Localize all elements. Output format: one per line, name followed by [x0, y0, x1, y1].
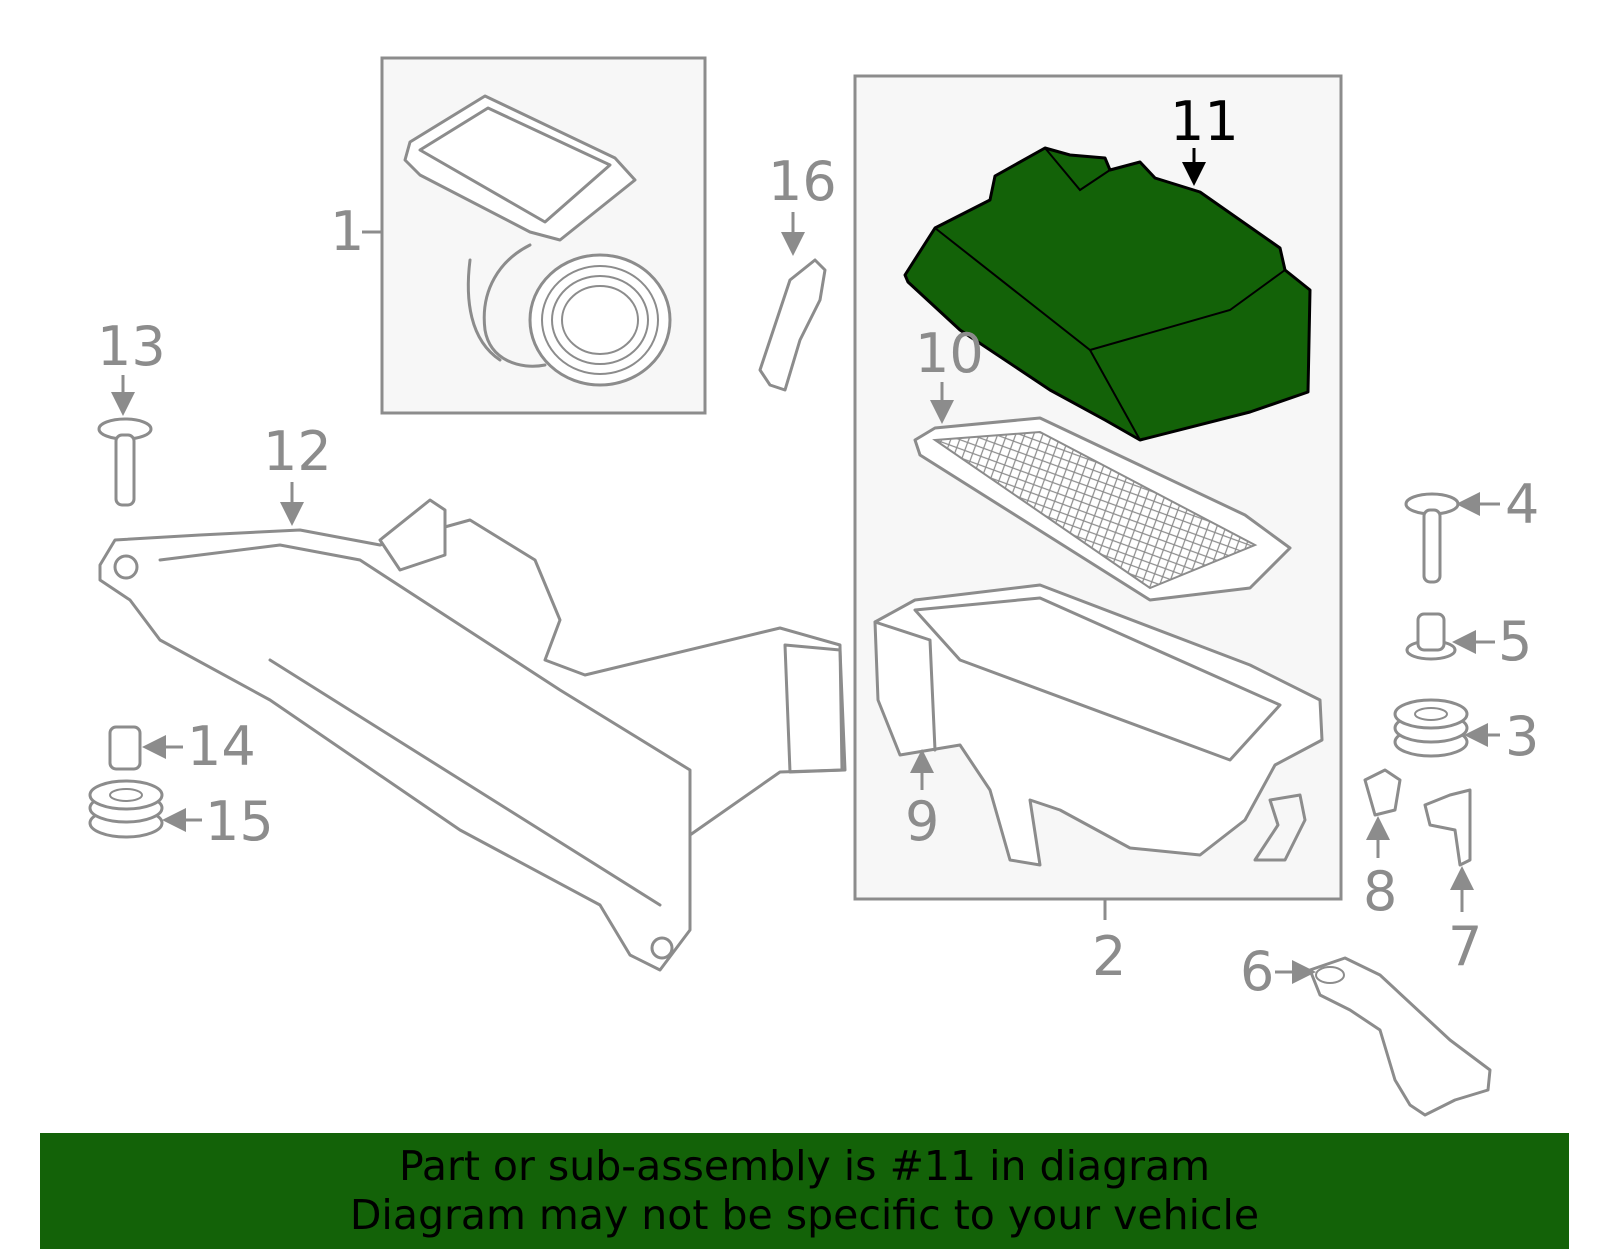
part-1-group	[380, 56, 707, 415]
part-2-group	[853, 74, 1343, 901]
part-1-cover	[403, 94, 637, 242]
callout-16: 16	[768, 150, 837, 213]
banner-line-2: Diagram may not be specific to your vehi…	[349, 1191, 1260, 1239]
part-15-grommet	[88, 779, 164, 839]
part-12-intake-duct	[98, 498, 847, 972]
callout-6: 6	[1240, 940, 1274, 1003]
part-16-sensor	[758, 258, 827, 392]
callout-2: 2	[1092, 925, 1126, 988]
part-3-grommet	[1393, 698, 1469, 758]
part-1-duct	[528, 253, 672, 387]
part-13-bolt	[97, 417, 153, 507]
callout-10: 10	[915, 322, 984, 385]
info-banner: Part or sub-assembly is #11 in diagram D…	[40, 1133, 1569, 1249]
callout-13: 13	[97, 315, 166, 378]
part-7-bracket	[1423, 788, 1472, 867]
callout-15: 15	[205, 790, 274, 853]
callout-8: 8	[1363, 860, 1397, 923]
part-9-lower-housing	[873, 583, 1324, 867]
callout-4: 4	[1505, 473, 1539, 536]
part-11-air-cleaner-cover[interactable]	[903, 146, 1312, 442]
part-5-bushing	[1405, 612, 1457, 661]
callout-7: 7	[1448, 915, 1482, 978]
callout-3: 3	[1505, 705, 1539, 768]
part-14-sleeve	[108, 725, 142, 771]
callout-1: 1	[330, 200, 364, 263]
callout-11: 11	[1170, 90, 1239, 153]
callout-9: 9	[905, 790, 939, 853]
callout-14: 14	[187, 715, 256, 778]
callout-12: 12	[263, 420, 332, 483]
callout-labels: 1 2 3 4 5 6 7 8 9 10 11 12 13 14 15 16	[97, 90, 1539, 1003]
part-6-bracket	[1308, 956, 1492, 1117]
part-8-clip	[1363, 768, 1402, 817]
callout-5: 5	[1498, 610, 1532, 673]
banner-line-1: Part or sub-assembly is #11 in diagram	[398, 1142, 1211, 1190]
part-4-bolt	[1404, 492, 1460, 584]
